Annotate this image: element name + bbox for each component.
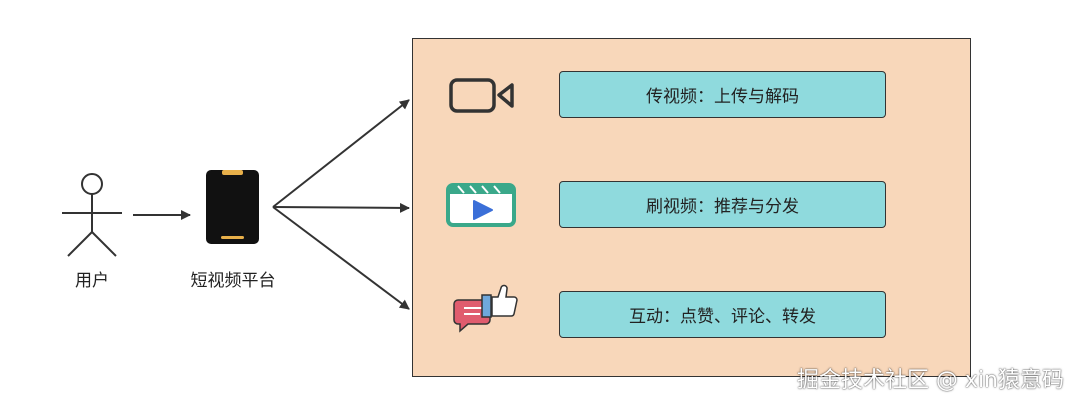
feature-interact-box: 互动：点赞、评论、转发 bbox=[559, 291, 886, 338]
arrow-platform-to-browse bbox=[272, 202, 410, 213]
user-stick-figure-icon bbox=[62, 173, 122, 257]
platform-label: 短视频平台 bbox=[190, 271, 276, 291]
watermark-text: 掘金技术社区 @ xin猿意码 bbox=[796, 368, 1064, 393]
arrow-platform-to-upload bbox=[272, 99, 410, 208]
feature-browse-box: 刷视频：推荐与分发 bbox=[559, 181, 886, 228]
arrow-platform-to-interact bbox=[272, 206, 410, 310]
user-label: 用户 bbox=[75, 271, 109, 291]
feature-upload-box: 传视频：上传与解码 bbox=[559, 71, 886, 118]
smartphone-icon bbox=[206, 170, 259, 244]
